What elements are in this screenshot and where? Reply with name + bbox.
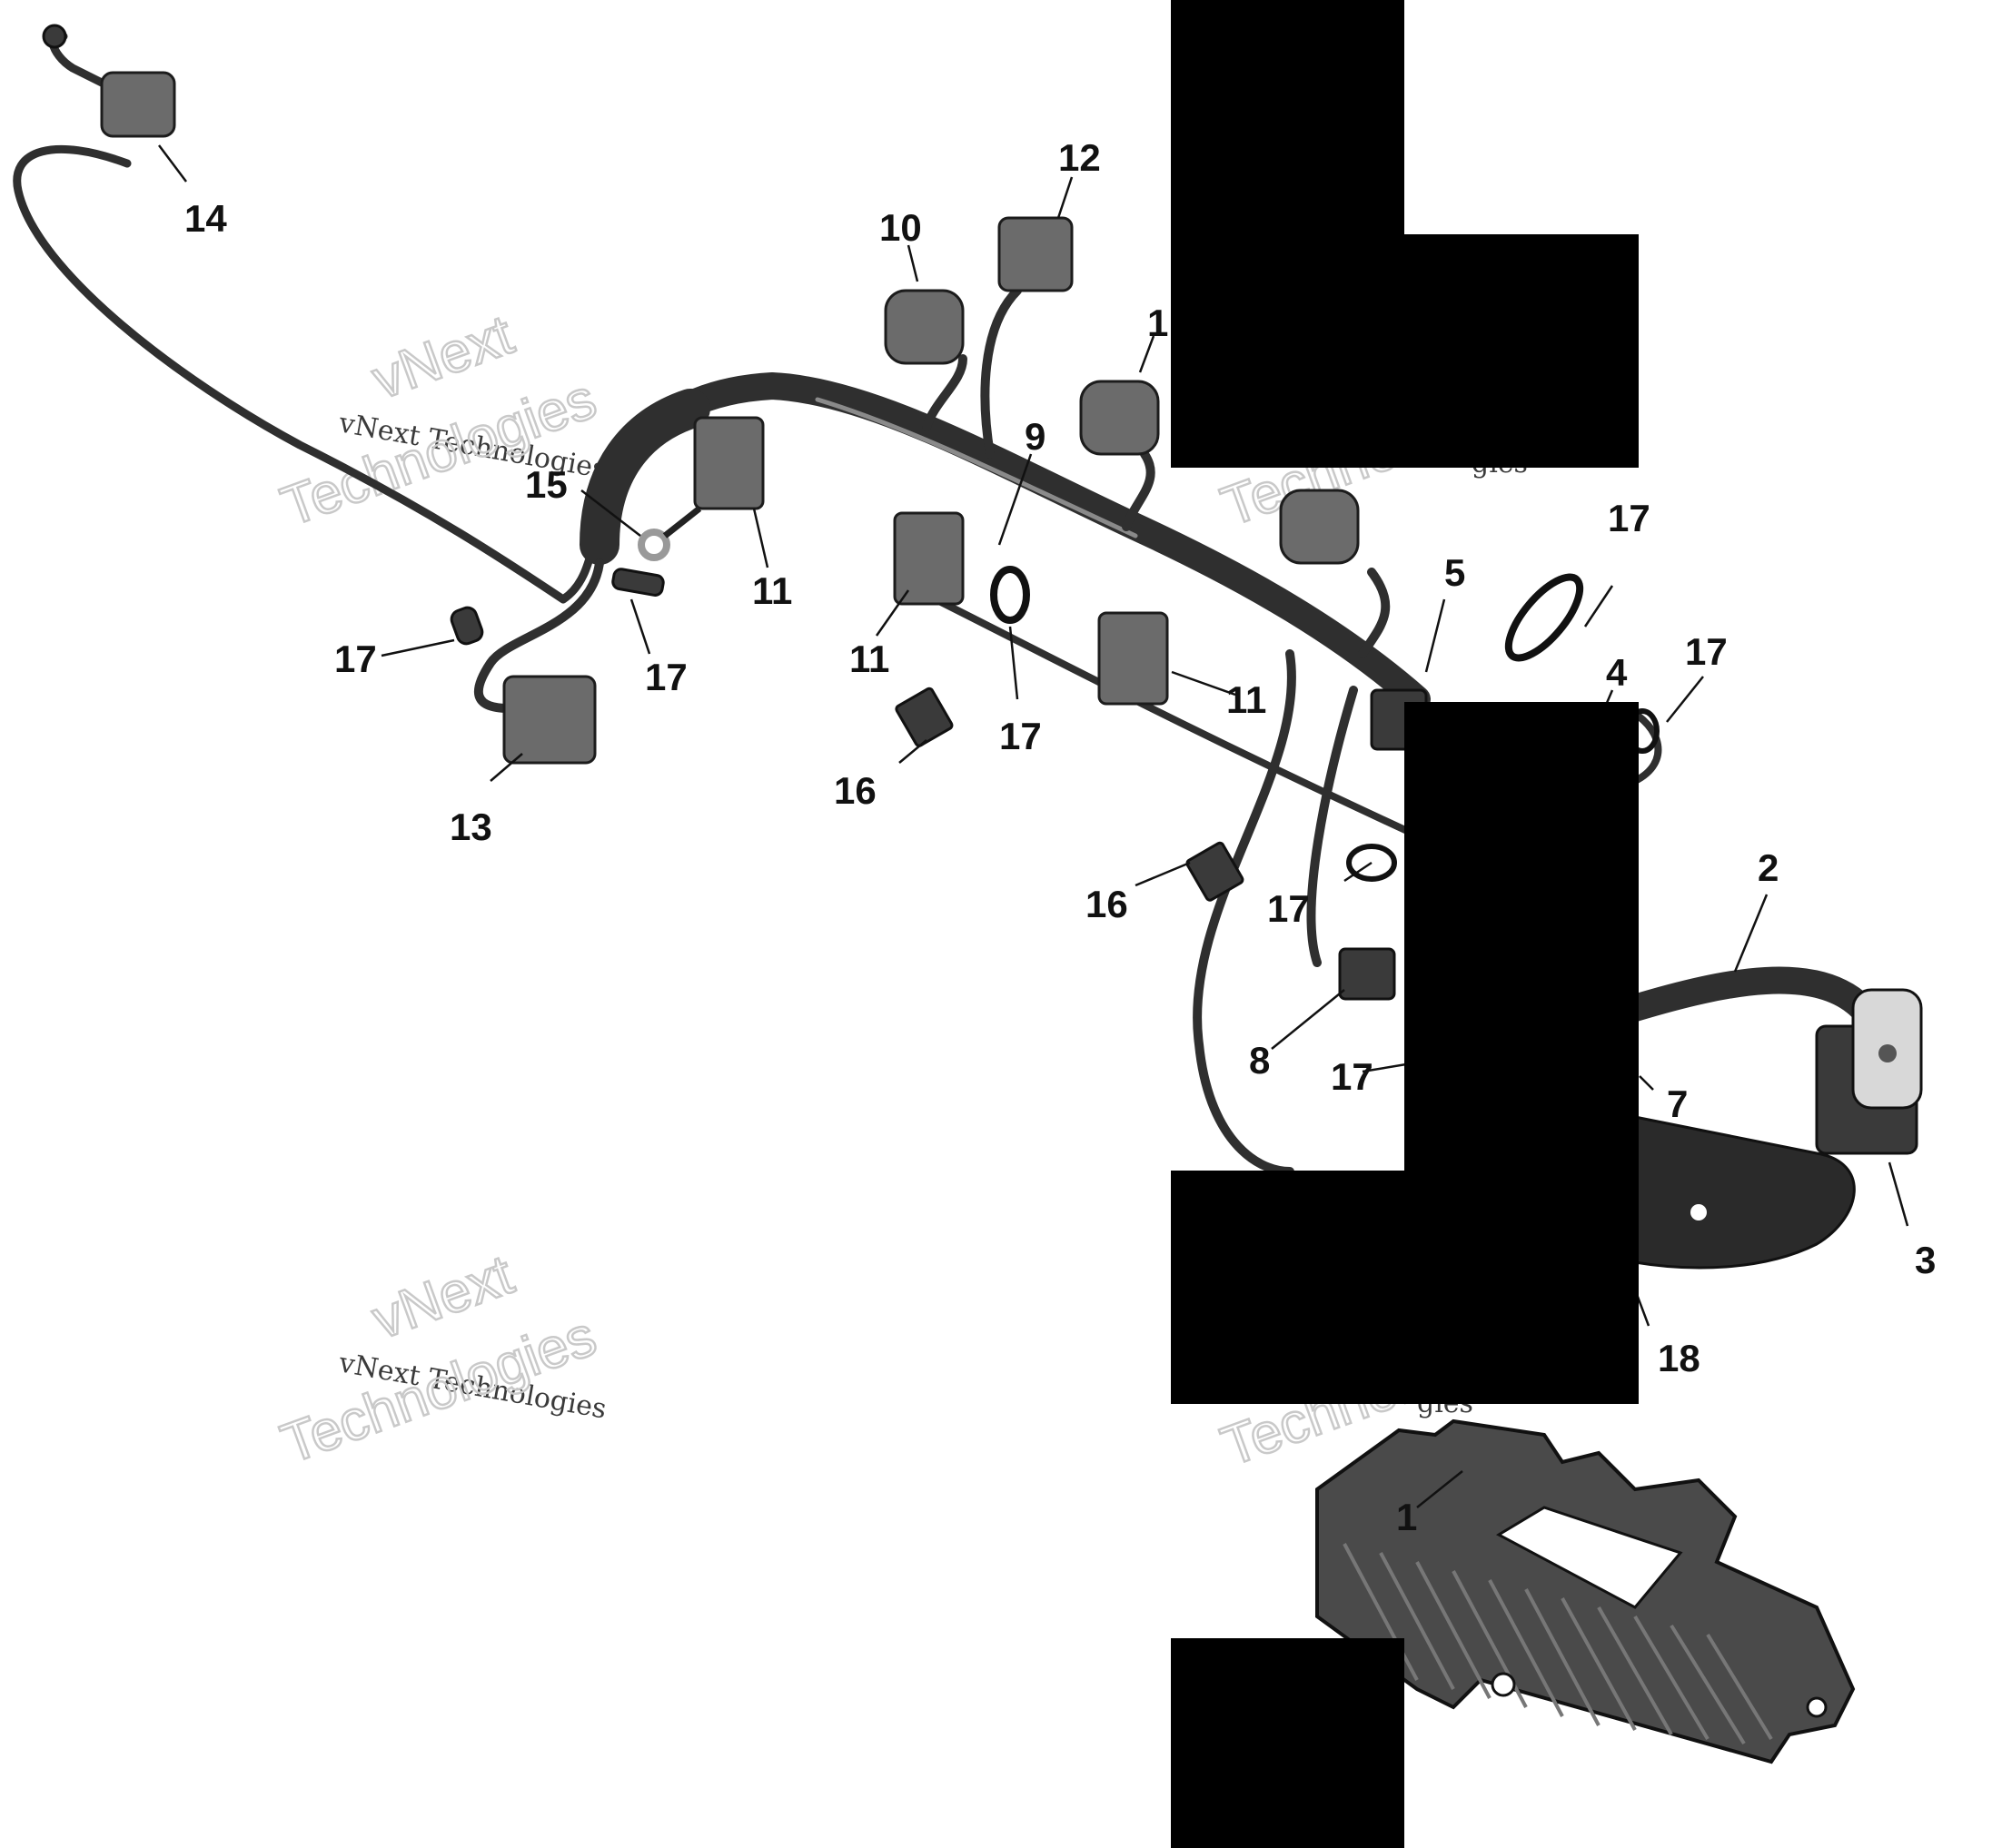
connector-10 [884, 289, 965, 365]
callout-1: 1 [1396, 1496, 1417, 1538]
clamp-17f [1346, 844, 1397, 882]
callout-12: 12 [1058, 136, 1101, 179]
wire-to-13 [473, 558, 604, 713]
bracket-18 [1633, 1115, 1856, 1270]
wire-to-2 [1621, 966, 1876, 1022]
callout-labels: 14 12 10 1 15 9 11 11 11 17 17 17 17 17 … [184, 136, 1936, 1538]
connector-upper-right [1279, 489, 1360, 565]
watermark-vnext: vNext [364, 303, 521, 411]
redaction-bottom-left [1171, 1638, 1404, 1848]
watermark-bottom-left: vNext vNext Technologies Technologies [273, 1242, 609, 1477]
callout-4: 4 [1606, 651, 1628, 694]
wire-drop-left [1193, 649, 1296, 1176]
callout-11c: 11 [1226, 678, 1266, 721]
trunk-sleeve [580, 389, 710, 565]
redaction-blocks [1171, 0, 1639, 1848]
wiring-harness [13, 30, 1876, 1176]
wire-to-10 [922, 354, 967, 431]
callout-17b: 17 [645, 656, 688, 698]
wire-to-10b [1122, 450, 1155, 531]
connector-11c [1097, 611, 1169, 706]
callout-11b: 11 [849, 637, 889, 680]
callout-11a: 11 [752, 569, 792, 612]
connector-11b [893, 511, 965, 606]
trunk-highlight [815, 397, 1138, 539]
ring-terminal-15 [638, 529, 670, 561]
clamp-17a [450, 606, 484, 646]
redaction-top-right [1404, 234, 1639, 468]
callout-18: 18 [1658, 1337, 1700, 1379]
connector-13 [502, 675, 597, 765]
connector-11a [693, 416, 765, 510]
callout-14: 14 [184, 197, 227, 240]
callout-5: 5 [1444, 551, 1465, 594]
callout-2: 2 [1758, 846, 1779, 889]
redaction-middle-column [1404, 702, 1639, 1404]
callout-16b: 16 [1085, 883, 1128, 925]
connector-12 [997, 216, 1074, 292]
ring-terminal-lead [662, 506, 702, 539]
leader-lines [158, 144, 1909, 1508]
connector-16a [895, 687, 954, 747]
callout-17g: 17 [1331, 1055, 1373, 1098]
callout-13: 13 [450, 805, 492, 848]
redaction-middle-left [1171, 1171, 1404, 1404]
connector-8 [1338, 947, 1396, 1001]
wire-to-14 [13, 144, 604, 604]
wire-to-12 [980, 286, 1022, 459]
callout-9: 9 [1025, 415, 1046, 458]
callout-10: 10 [879, 206, 922, 249]
connectors [42, 24, 1923, 1764]
connector-10b [1079, 380, 1160, 456]
connector-14 [100, 71, 176, 138]
callout-3: 3 [1915, 1239, 1936, 1281]
callout-17f: 17 [1267, 887, 1310, 930]
wire-to-upper-right [1358, 568, 1391, 658]
clamp-17d [1504, 573, 1584, 662]
connector-3 [1815, 988, 1923, 1155]
callout-17c: 17 [999, 715, 1042, 757]
wire-drop-mid [1306, 686, 1358, 967]
callout-15: 15 [525, 463, 568, 506]
callout-17e: 17 [1685, 630, 1728, 673]
callout-17a: 17 [334, 637, 377, 680]
callout-8: 8 [1249, 1039, 1270, 1082]
callout-17d: 17 [1608, 497, 1650, 539]
connector-16b [1185, 841, 1244, 902]
callout-16a: 16 [834, 769, 877, 812]
ecu-module-1 [1315, 1418, 1856, 1764]
callout-7: 7 [1667, 1082, 1688, 1125]
ring-14 [42, 24, 67, 49]
clamp-17c [990, 566, 1030, 624]
callout-10b: 1 [1147, 301, 1168, 344]
redaction-top-left-column [1171, 0, 1404, 468]
clamp-17b [611, 568, 665, 597]
bracket-hole [1690, 1204, 1707, 1220]
